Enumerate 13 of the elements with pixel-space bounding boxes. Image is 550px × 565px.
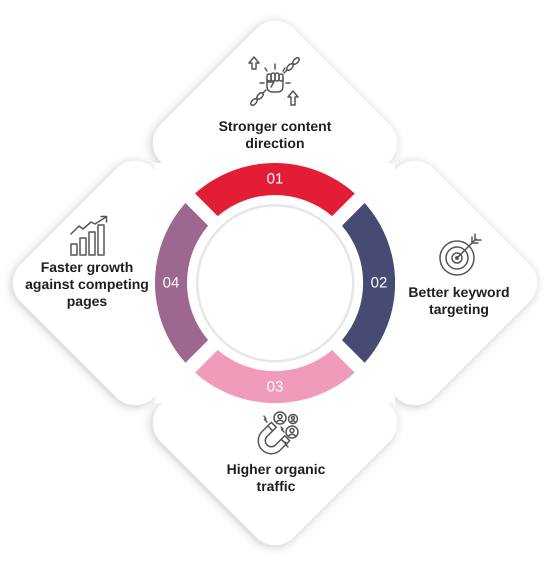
ring-segment — [195, 350, 355, 403]
card-title: Stronger content direction — [218, 118, 332, 152]
step-number: 01 — [266, 170, 284, 188]
ring-segment — [155, 203, 208, 363]
step-number: 04 — [162, 274, 180, 292]
card-title: Higher organic traffic — [226, 461, 326, 495]
card-title: Better keyword targeting — [408, 284, 510, 318]
ring-segment — [342, 203, 395, 363]
center-circle — [196, 204, 354, 362]
card-title: Faster growth against competing pages — [24, 258, 150, 310]
step-number: 03 — [266, 378, 284, 396]
ring-segment — [195, 163, 355, 216]
step-number: 02 — [370, 274, 388, 292]
